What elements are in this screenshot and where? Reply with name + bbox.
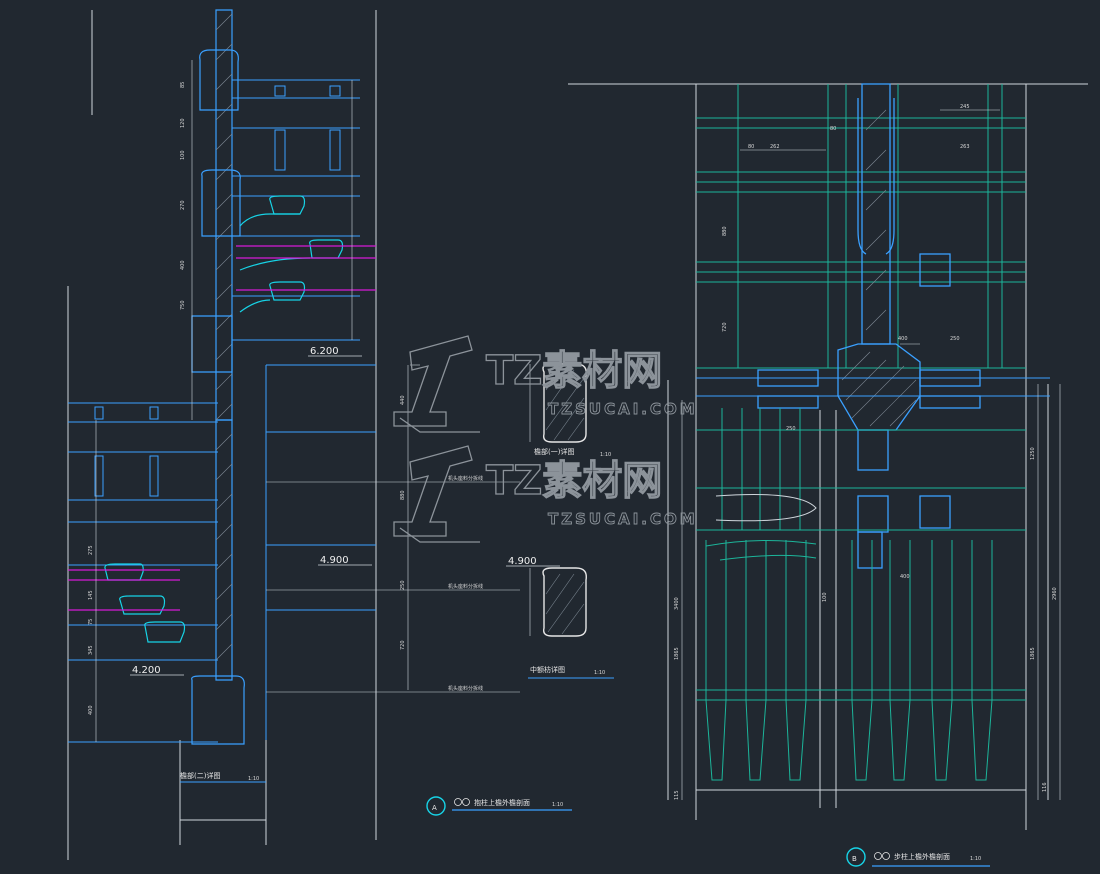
dim-label: 1250 <box>1030 447 1036 460</box>
dim-label: 270 <box>180 200 186 210</box>
dim-label: 262 <box>770 144 780 150</box>
elevation-label-mid: 4.900 <box>320 555 349 566</box>
middle-upper-caption: 檐部(一)详图 <box>534 447 574 456</box>
dim-label: 120 <box>180 118 186 128</box>
section-a-outline <box>68 79 376 743</box>
tz-logo-icon <box>393 445 480 543</box>
section-a-frame-lines <box>67 10 377 860</box>
dim-label: 400 <box>898 336 908 342</box>
section-b-title-scale: 1:10 <box>970 856 981 862</box>
dim-label: 880 <box>722 226 728 236</box>
leader-notes: 机头座料分拆线 机头座料分拆线 机头座料分拆线 <box>266 475 520 693</box>
dim-label: 100 <box>180 150 186 160</box>
section-b-balusters <box>705 540 993 781</box>
watermark-brand-text: TZ素材网 <box>486 348 662 394</box>
section-b-beam-band <box>696 377 1050 397</box>
section-a-caption-scale: 1:10 <box>248 776 259 782</box>
section-b-dimension-lines <box>681 109 1061 800</box>
section-b-central-post <box>757 83 981 569</box>
section-a-dimension-numbers: 85 120 100 270 400 750 275 145 75 345 40… <box>88 82 406 715</box>
section-a-title: A 抱柱上檐外檐剖面 1:10 <box>426 796 572 816</box>
section-a-drawing: 6.200 4.900 4.200 85 120 100 270 400 750… <box>67 9 572 860</box>
section-b-hatch <box>841 109 917 427</box>
section-b-title: B 步柱上檐外檐剖面 1:10 <box>846 847 990 867</box>
section-marker-circle <box>846 847 866 867</box>
dim-label: 3400 <box>674 597 680 610</box>
dim-label: 880 <box>400 490 406 500</box>
middle-detail-upper <box>529 363 587 443</box>
section-b-frame-lines <box>568 83 1088 830</box>
dim-label: 80 <box>830 126 836 132</box>
dim-label: 85 <box>180 82 186 88</box>
watermark-url-text: TZSUCAI.COM <box>548 510 698 528</box>
watermark-brand-text: TZ素材网 <box>486 458 662 504</box>
section-a-column <box>191 9 245 745</box>
dim-label: 720 <box>722 322 728 332</box>
elevation-label-top: 6.200 <box>310 346 339 357</box>
middle-caption-scale: 1:10 <box>594 670 605 676</box>
dim-label: 400 <box>900 574 910 580</box>
watermark-lower: TZ素材网 TZSUCAI.COM <box>393 445 698 543</box>
dim-label: 1865 <box>674 647 680 660</box>
section-b-upper-grid <box>696 84 1026 369</box>
section-b-drawing: 80 262 80 245 263 880 720 400 250 250 40… <box>568 83 1088 867</box>
section-b-lower-grid <box>696 408 1026 701</box>
watermark-url-text: TZSUCAI.COM <box>548 400 698 418</box>
dim-label: 440 <box>400 395 406 405</box>
section-a-marker-letter: A <box>432 804 437 812</box>
middle-elevation-label: 4.900 <box>508 556 537 567</box>
dim-label: 720 <box>400 640 406 650</box>
section-a-caption: 檐部(二)详图 <box>180 771 220 780</box>
section-a-elevation-markers: 6.200 4.900 4.200 <box>130 346 372 676</box>
dim-label: 2960 <box>1052 587 1058 600</box>
section-b-marker-letter: B <box>852 855 857 863</box>
dim-label: 145 <box>88 590 94 600</box>
leader-note: 机头座料分拆线 <box>448 475 483 482</box>
dim-label: 263 <box>960 144 970 150</box>
section-a-title-scale: 1:10 <box>552 802 563 808</box>
dim-label: 275 <box>88 545 94 555</box>
watermark-upper: TZ素材网 TZSUCAI.COM <box>393 335 698 433</box>
dim-label: 116 <box>1042 782 1048 792</box>
dim-label: 250 <box>400 580 406 590</box>
dim-label: 245 <box>960 104 970 110</box>
dim-label: 80 <box>748 144 754 150</box>
dim-label: 250 <box>786 426 796 432</box>
dim-label: 400 <box>88 705 94 715</box>
section-a-title-text: 抱柱上檐外檐剖面 <box>474 798 530 807</box>
leader-note: 机头座料分拆线 <box>448 583 483 590</box>
section-a-dimension-lines <box>95 60 420 742</box>
section-a-brackets <box>104 195 344 643</box>
dim-label: 115 <box>674 790 680 800</box>
leader-note: 机头座料分拆线 <box>448 685 483 692</box>
dim-label: 75 <box>88 619 94 625</box>
middle-detail-lower: 4.900 <box>506 556 587 637</box>
middle-upper-caption-scale: 1:10 <box>600 452 611 458</box>
section-marker-circle <box>426 796 446 816</box>
dim-label: 345 <box>88 645 94 655</box>
section-b-dimension-numbers: 80 262 80 245 263 880 720 400 250 250 40… <box>674 104 1058 800</box>
dim-label: 750 <box>180 300 186 310</box>
elevation-label-low: 4.200 <box>132 665 161 676</box>
dim-label: 1865 <box>1030 647 1036 660</box>
section-b-lintel-shape <box>715 494 817 522</box>
middle-caption: 中额枋详图 <box>530 665 565 674</box>
dim-label: 100 <box>822 592 828 602</box>
dim-label: 400 <box>180 260 186 270</box>
section-b-title-text: 步柱上檐外檐剖面 <box>894 852 950 861</box>
middle-details: 4.900 中额枋详图 1:10 檐部(一)详图 1:10 机头座料分拆线 机头… <box>266 363 614 693</box>
tz-logo-icon <box>393 335 480 433</box>
dim-label: 250 <box>950 336 960 342</box>
section-a-beams <box>68 245 376 611</box>
